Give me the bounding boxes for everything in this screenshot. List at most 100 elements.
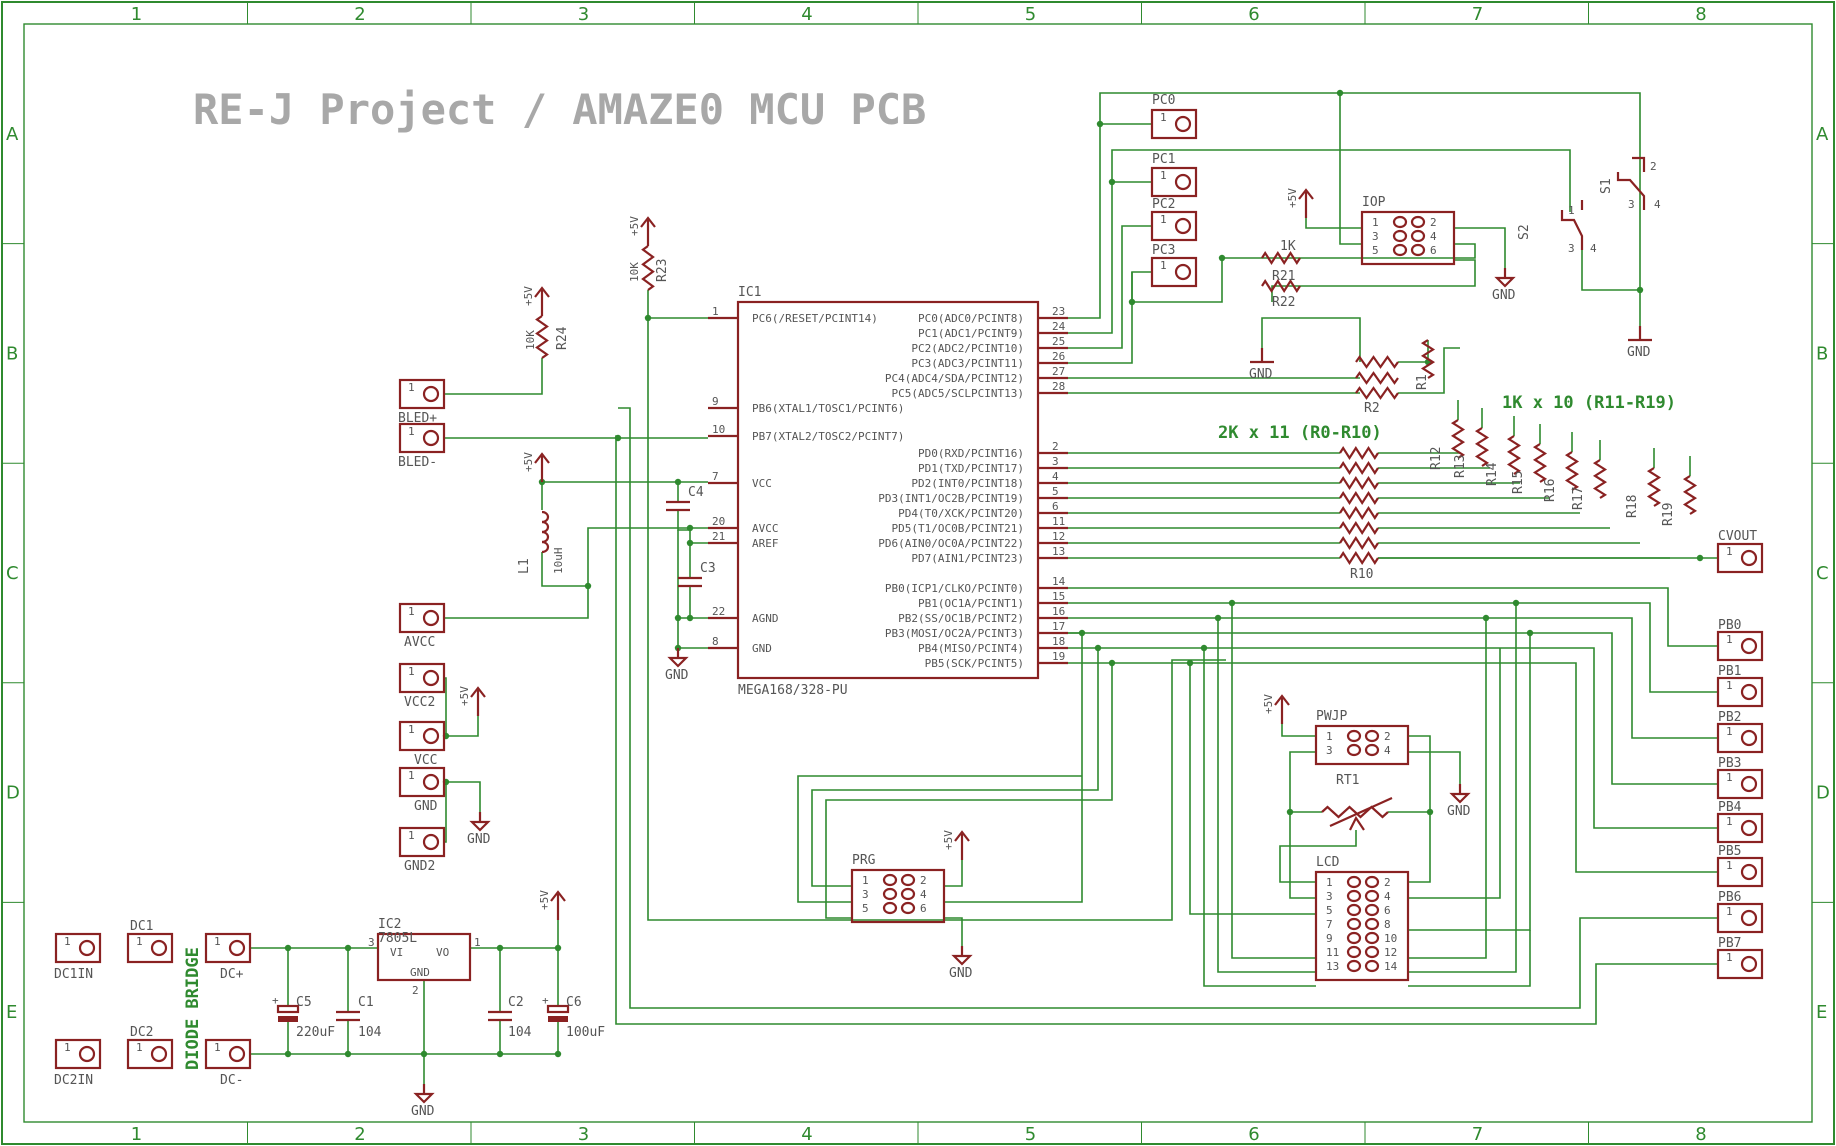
gnd-connector xyxy=(398,766,446,798)
pc2-label: PC2 xyxy=(1152,197,1175,212)
pin-number: 10 xyxy=(1384,932,1397,945)
rt1-label: RT1 xyxy=(1336,773,1359,788)
wire xyxy=(825,663,1113,919)
r21-value: 1K xyxy=(1280,239,1296,254)
junction-dot xyxy=(1108,178,1116,186)
r14-label: R14 xyxy=(1485,462,1500,486)
junction-dot xyxy=(1696,554,1704,562)
dc-plus-connector xyxy=(204,932,252,964)
wire xyxy=(944,860,963,887)
c6-capacitor xyxy=(548,1016,568,1022)
ic2-part: 7805L xyxy=(378,931,417,946)
dc1-label: DC1 xyxy=(130,919,153,934)
wire xyxy=(1231,603,1316,959)
wire xyxy=(1289,751,1316,812)
c5-label: C5 xyxy=(296,995,312,1010)
pin-number: 1 xyxy=(408,381,415,394)
dc-plus-label: DC+ xyxy=(220,967,244,982)
wire xyxy=(1289,812,1316,899)
pin-number: 1 xyxy=(408,665,415,678)
wire xyxy=(1111,149,1571,212)
r21-resistor xyxy=(1261,250,1301,266)
wire xyxy=(1408,648,1501,899)
junction-dot xyxy=(1482,614,1490,622)
junction-dot xyxy=(1214,614,1222,622)
rt1-trimpot xyxy=(1321,805,1389,819)
pb2-label: PB2 xyxy=(1718,710,1741,725)
r4-resistor xyxy=(1339,460,1379,476)
supply-label: +5V xyxy=(538,890,551,910)
pwjp-header-label: PWJP xyxy=(1316,709,1347,724)
wire xyxy=(1581,250,1640,291)
pin-number: 1 xyxy=(1326,730,1333,743)
connector-pin xyxy=(1740,549,1758,567)
ic2-pin-number: 1 xyxy=(474,936,481,949)
supply-symbol xyxy=(640,216,656,228)
pin-number: 13 xyxy=(1326,960,1339,973)
pin-number: 1 xyxy=(136,1041,143,1054)
r15-resistor xyxy=(1532,443,1548,483)
ic1-pin-name: AGND xyxy=(752,612,779,625)
c6-value: 100uF xyxy=(566,1025,605,1040)
header-pin xyxy=(882,873,898,887)
junction-dot xyxy=(1526,629,1534,637)
ic1-pin-number: 5 xyxy=(1052,485,1059,498)
pb0-label: PB0 xyxy=(1718,618,1741,633)
ic1-pin-name: AREF xyxy=(752,537,779,550)
dc1-connector xyxy=(126,932,174,964)
gnd2-connector xyxy=(398,826,446,858)
wire xyxy=(1408,930,1531,987)
c6-capacitor xyxy=(546,1004,570,1014)
ground-symbol xyxy=(413,1092,435,1104)
pb1-label: PB1 xyxy=(1718,664,1741,679)
pb4-connector xyxy=(1716,812,1764,844)
r21-label: R21 xyxy=(1272,269,1295,284)
row-marker: A xyxy=(6,124,19,145)
r13-label: R13 xyxy=(1453,455,1468,478)
connector-pin xyxy=(150,939,168,957)
nets xyxy=(250,89,1718,1084)
r3-resistor xyxy=(1339,445,1379,461)
r1-label: R1 xyxy=(1415,374,1430,390)
header-pin xyxy=(900,901,916,915)
connector-pin xyxy=(150,1045,168,1063)
ground-label: GND xyxy=(1627,345,1651,360)
header-pin xyxy=(1392,215,1408,229)
row-marker: B xyxy=(6,343,18,364)
inductor-l1 xyxy=(541,530,550,544)
ic1-pin-number: 21 xyxy=(712,530,725,543)
ic1-pin-name: PB6(XTAL1/TOSC1/PCINT6) xyxy=(752,402,904,415)
header-pin xyxy=(1364,729,1380,743)
pin-number: 6 xyxy=(920,902,927,915)
wire xyxy=(1408,618,1487,959)
connector-pin xyxy=(1740,819,1758,837)
pin-number: 1 xyxy=(1726,633,1733,646)
polarity-mark: + xyxy=(542,994,549,1007)
c5-value: 220uF xyxy=(296,1025,335,1040)
header-pin xyxy=(1364,903,1380,917)
pin-number: 3 xyxy=(1326,890,1333,903)
header-pin xyxy=(1410,243,1426,257)
pin-number: 1 xyxy=(1726,771,1733,784)
inner-border xyxy=(23,23,1813,1123)
r19-resistor xyxy=(1682,475,1698,515)
pin-number: 1 xyxy=(1726,679,1733,692)
junction-dot xyxy=(686,524,694,532)
cvout-connector xyxy=(1716,542,1764,574)
bled-minus-connector xyxy=(398,422,446,454)
pwjp-header xyxy=(1314,724,1410,766)
header-pin xyxy=(1346,959,1362,973)
ic1-pin-name: PC6(/RESET/PCINT14) xyxy=(752,312,878,325)
wire xyxy=(615,435,1718,1025)
ground-symbol xyxy=(951,954,973,966)
ground-symbol xyxy=(469,820,491,832)
ground-label: GND xyxy=(1249,367,1273,382)
pb7-label: PB7 xyxy=(1718,936,1741,951)
wire xyxy=(470,920,559,949)
column-marker: 2 xyxy=(354,1124,365,1145)
column-marker: 3 xyxy=(578,1124,589,1145)
connector-pin xyxy=(1174,263,1192,281)
ic1-pin-number: 17 xyxy=(1052,620,1065,633)
supply-symbol xyxy=(550,890,566,902)
